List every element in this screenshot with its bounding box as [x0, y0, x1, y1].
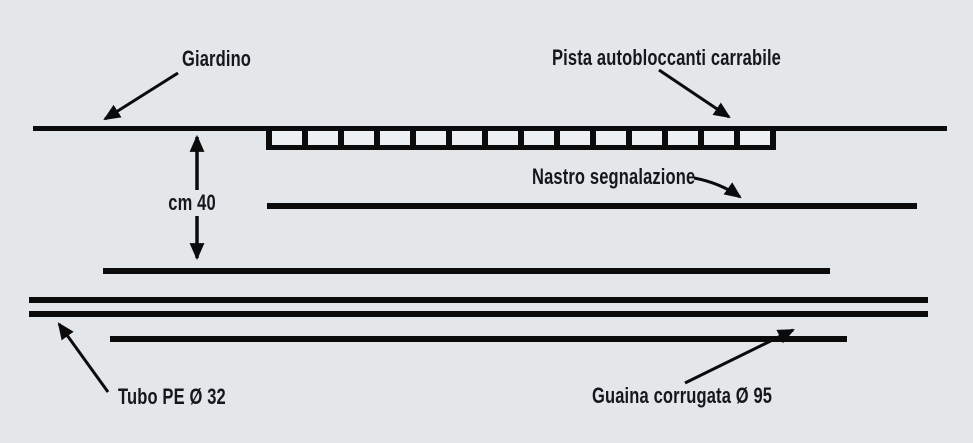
warning-tape-line: [267, 203, 917, 209]
nastro-leader-arrow: [693, 176, 742, 199]
tubo-leader-arrow: [57, 322, 110, 393]
guaina-leader-arrow: [684, 328, 795, 385]
cm40-dimension-label: cm 40: [166, 190, 219, 216]
nastro-segnalazione-label: Nastro segnalazione: [532, 164, 696, 189]
giardino-label: Giardino: [182, 46, 252, 71]
paver-cells: [272, 131, 770, 145]
pista-autobloccanti-label: Pista autobloccanti carrabile: [552, 45, 782, 70]
giardino-leader-arrow: [103, 71, 179, 121]
pe-tube-bottom-line: [29, 311, 928, 317]
pe-tube-top-line: [29, 297, 928, 303]
paver-strip: [266, 129, 776, 150]
sheath-top-line: [103, 268, 830, 274]
guaina-corrugata-label: Guaina corrugata Ø 95: [592, 383, 773, 408]
tubo-pe-label: Tubo PE Ø 32: [118, 384, 226, 409]
sheath-bottom-line: [110, 336, 847, 342]
paver-strip-body: [266, 129, 776, 150]
pista-leader-arrow: [658, 68, 731, 119]
ground-surface-line: [33, 126, 947, 131]
